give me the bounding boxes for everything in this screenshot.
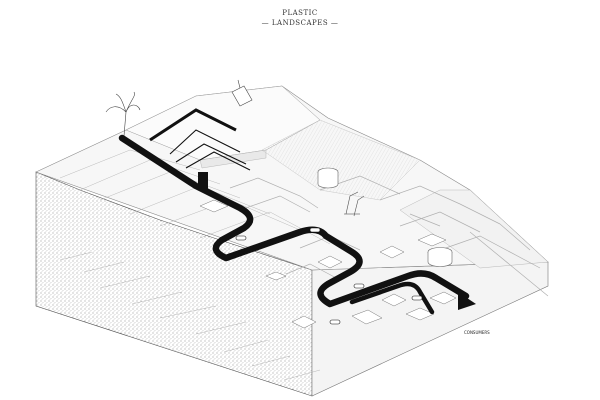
cranes [344,191,365,217]
title-line-2: LANDSCAPES [0,18,600,28]
soil-section-left [35,171,313,397]
plastic-flow-path [118,134,470,308]
soil-section-right [311,261,549,397]
buildings [199,199,457,329]
title-block: PLASTIC LANDSCAPES [0,8,600,28]
upper-terrace-face [199,149,267,169]
service-lines [169,129,251,171]
title-line-1: PLASTIC [282,9,318,17]
shaft-block [198,172,208,190]
consumers-label: CONSUMERS [464,330,490,335]
figure-top [231,79,253,107]
infrastructure-lines [229,175,549,297]
palm-tree [105,91,141,137]
secondary-flow [349,281,435,315]
middle-terrace [261,119,421,201]
flow-arrow [458,292,476,310]
storage-tanks [317,167,453,267]
annotation-leaders [59,251,321,381]
upper-channel [149,108,237,142]
flow-nodes [235,227,423,325]
